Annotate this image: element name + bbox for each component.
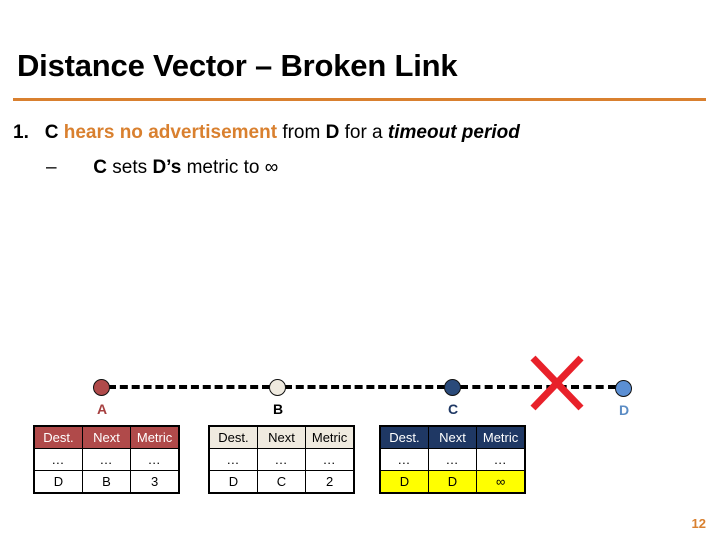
table-header-row: Dest. Next Metric	[379, 425, 526, 449]
bullet-item-2: – C sets D’s metric to ∞	[46, 157, 278, 179]
node-b[interactable]	[269, 379, 286, 396]
routing-table-c: Dest. Next Metric … … … D D ∞	[379, 425, 526, 494]
table-row: … … …	[379, 448, 526, 471]
table-row: … … …	[208, 448, 355, 471]
bullet-1-for-a: for a	[344, 122, 383, 143]
cell-next: …	[256, 448, 307, 471]
node-label-b: B	[272, 401, 284, 417]
table-row: D B 3	[33, 470, 180, 494]
title-divider	[13, 98, 706, 101]
table-row-highlighted: D D ∞	[379, 470, 526, 494]
node-d[interactable]	[615, 380, 632, 397]
bullet-1-accent-phrase: hears no advertisement	[63, 122, 278, 143]
node-label-a: A	[96, 401, 108, 417]
page-title: Distance Vector – Broken Link	[17, 48, 458, 83]
cell-metric: ∞	[476, 470, 526, 494]
link-a-b	[108, 385, 270, 389]
routing-table-b: Dest. Next Metric … … … D C 2	[208, 425, 355, 494]
node-a[interactable]	[93, 379, 110, 396]
column-header-dest: Dest.	[379, 425, 429, 449]
cell-metric: 3	[130, 470, 180, 494]
cell-next: …	[81, 448, 132, 471]
table-header-row: Dest. Next Metric	[33, 425, 180, 449]
column-header-metric: Metric	[476, 425, 526, 449]
column-header-metric: Metric	[130, 425, 180, 449]
column-header-next: Next	[427, 425, 478, 449]
network-diagram: A B C D	[0, 355, 720, 505]
bullet-1-node-c: C	[44, 122, 59, 143]
broken-link-x-icon	[530, 355, 584, 411]
bullet-1-node-d: D	[325, 122, 340, 143]
bullet-2-dash: –	[46, 157, 57, 178]
bullet-1-timeout-period: timeout period	[387, 122, 520, 143]
cell-dest: …	[33, 448, 83, 471]
column-header-next: Next	[256, 425, 307, 449]
cell-next: D	[427, 470, 478, 494]
cell-dest: D	[33, 470, 83, 494]
cell-metric: …	[476, 448, 526, 471]
cell-next: C	[256, 470, 307, 494]
cell-metric: …	[130, 448, 180, 471]
routing-table-a: Dest. Next Metric … … … D B 3	[33, 425, 180, 494]
cell-next: …	[427, 448, 478, 471]
column-header-dest: Dest.	[208, 425, 258, 449]
bullet-2-sets: sets	[112, 157, 148, 178]
page-number: 12	[691, 516, 706, 531]
cell-metric: …	[305, 448, 355, 471]
bullet-1-number: 1.	[13, 122, 29, 143]
node-c[interactable]	[444, 379, 461, 396]
bullet-item-1: 1. C hears no advertisement from D for a…	[13, 122, 520, 144]
cell-metric: 2	[305, 470, 355, 494]
cell-dest: …	[208, 448, 258, 471]
node-label-d: D	[618, 402, 630, 418]
table-row: D C 2	[208, 470, 355, 494]
link-b-c	[284, 385, 445, 389]
bullet-2-metric-infinity: metric to ∞	[186, 157, 279, 178]
link-c-d	[460, 385, 616, 389]
cell-next: B	[81, 470, 132, 494]
table-row: … … …	[33, 448, 180, 471]
cell-dest: D	[208, 470, 258, 494]
column-header-next: Next	[81, 425, 132, 449]
column-header-metric: Metric	[305, 425, 355, 449]
bullet-2-node-c: C	[93, 157, 108, 178]
node-label-c: C	[447, 401, 459, 417]
cell-dest: D	[379, 470, 429, 494]
column-header-dest: Dest.	[33, 425, 83, 449]
table-header-row: Dest. Next Metric	[208, 425, 355, 449]
bullet-1-from: from	[282, 122, 321, 143]
cell-dest: …	[379, 448, 429, 471]
bullet-2-node-d-possessive: D’s	[152, 157, 182, 178]
